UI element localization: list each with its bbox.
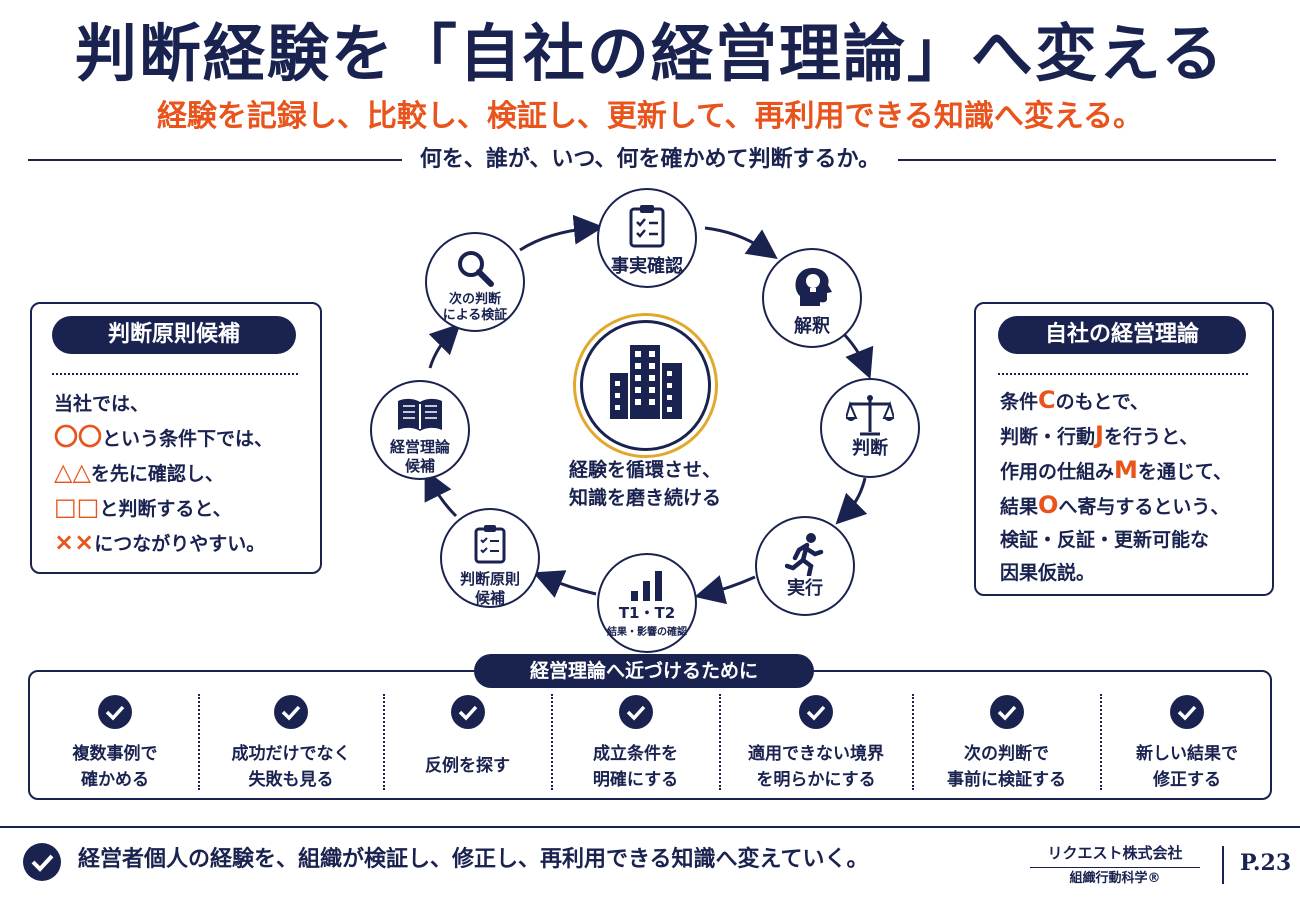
- action-item: 次の判断で 事前に検証する: [919, 695, 1094, 795]
- running-person-icon: [785, 533, 824, 576]
- action-item: 成立条件を 明確にする: [558, 695, 713, 795]
- open-book-icon: [398, 398, 442, 431]
- actions-heading: 経営理論へ近づけるために: [474, 654, 814, 688]
- cycle-node-principle: 判断原則 候補: [440, 508, 540, 608]
- clipboard-list-icon: [474, 525, 506, 564]
- action-item: 適用できない境界 を明らかにする: [726, 695, 906, 795]
- company-rule: [1030, 867, 1200, 868]
- building-icon: [610, 345, 682, 419]
- cycle-node-theory: 経営理論 候補: [370, 380, 470, 480]
- action-divider: [912, 694, 914, 790]
- action-divider: [1100, 694, 1102, 790]
- company-name: リクエスト株式会社: [1047, 844, 1183, 862]
- check-circle-icon: [799, 695, 833, 729]
- brand-name: 組織行動科学®: [1069, 871, 1161, 886]
- footer-message: 経営者個人の経験を、組織が検証し、修正し、再利用できる知識へ変えていく。: [78, 847, 869, 872]
- action-divider: [198, 694, 200, 790]
- right-divider: [998, 373, 1248, 375]
- head-lightbulb-icon: [795, 267, 832, 306]
- cycle-node-judge: 判断: [820, 378, 920, 478]
- actions-panel: [28, 670, 1272, 800]
- cycle-node-next-verify: 次の判断 による検証: [425, 232, 525, 332]
- action-item: 新しい結果で 修正する: [1107, 695, 1267, 795]
- check-circle-icon: [450, 695, 485, 729]
- guiding-question: 何を、誰が、いつ、何を確かめて判断するか。: [0, 144, 1300, 176]
- check-circle-icon: [618, 695, 653, 729]
- theory-text: 条件Cのもとで、 判断・行動Jを行うと、 作用の仕組みMを通じて、 結果Oへ寄与…: [1000, 386, 1232, 584]
- cycle-node-result-check: T1・T2 結果・影響の確認: [597, 553, 697, 653]
- magnifier-icon: [458, 251, 494, 287]
- bar-chart-icon: [631, 571, 662, 601]
- cycle-node-interpret: 解釈: [762, 248, 862, 348]
- clipboard-check-icon: [629, 205, 665, 248]
- scales-icon: [846, 395, 894, 436]
- page-number: P.23: [1240, 850, 1292, 876]
- arrow-8: [519, 214, 604, 252]
- footer-rule: [0, 826, 1300, 828]
- right-panel-heading: 自社の経営理論: [998, 316, 1246, 354]
- check-circle-icon: [23, 843, 61, 881]
- left-divider: [52, 373, 298, 375]
- cycle-node-execute: 実行: [755, 516, 855, 616]
- action-divider: [719, 694, 721, 790]
- cycle-node-fact-check: 事実確認: [597, 188, 697, 288]
- check-circle-icon: [1170, 695, 1204, 729]
- center-inner-ring: [580, 320, 711, 451]
- check-circle-icon: [98, 695, 132, 729]
- arrow-6: [424, 469, 458, 518]
- action-divider: [551, 694, 553, 790]
- check-circle-icon: [274, 695, 308, 729]
- action-item: 複数事例で 確かめる: [40, 695, 190, 795]
- page-title: 判断経験を「自社の経営理論」へ変える: [74, 17, 1226, 90]
- center-caption: 経験を循環させ、 知識を磨き続ける: [568, 459, 721, 509]
- left-panel-heading: 判断原則候補: [52, 316, 296, 354]
- arrow-3: [835, 477, 868, 525]
- check-circle-icon: [989, 695, 1024, 729]
- arrow-5: [532, 570, 597, 598]
- page-subtitle: 経験を記録し、比較し、検証し、更新して、再利用できる知識へ変える。: [156, 99, 1144, 134]
- arrow-4: [694, 575, 756, 605]
- action-divider: [383, 694, 385, 790]
- arrow-1: [704, 226, 778, 259]
- principle-text: 当社では、 〇〇という条件下では、 △△を先に確認し、 □□と判断すると、 ××…: [54, 393, 274, 556]
- action-item: 成功だけでなく 失敗も見る: [206, 695, 376, 795]
- arrow-7: [428, 323, 461, 369]
- page-divider: [1222, 846, 1224, 884]
- action-item: 反例を探す: [390, 695, 545, 795]
